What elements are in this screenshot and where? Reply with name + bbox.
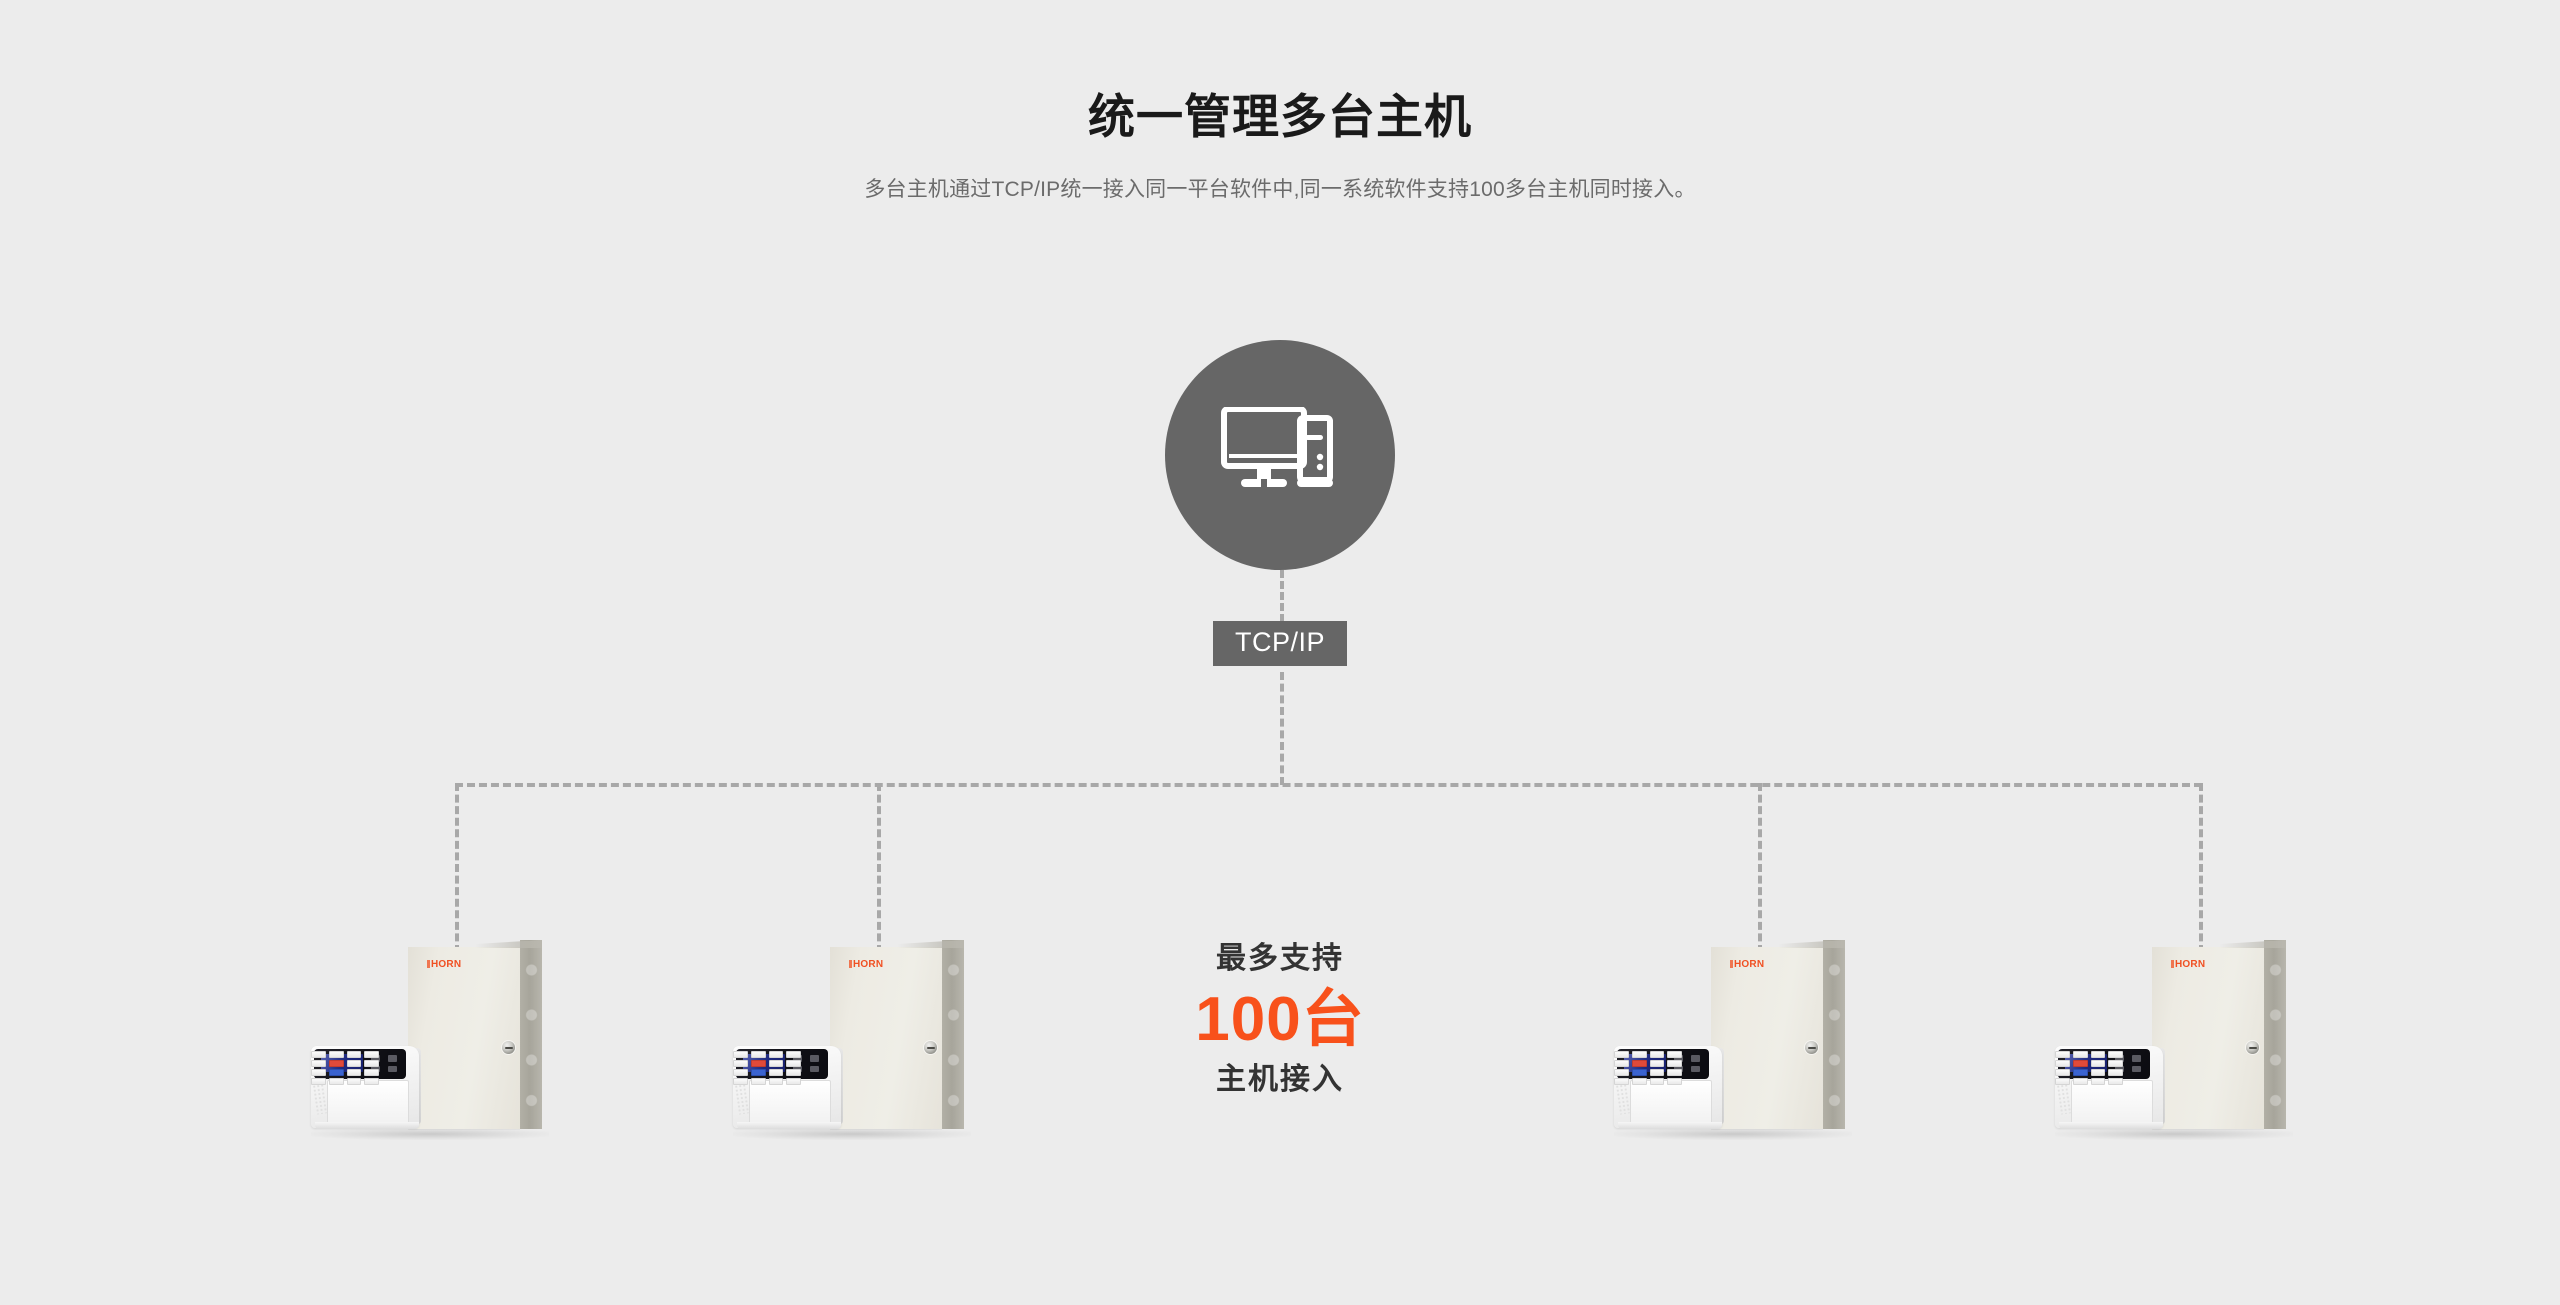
device-top-edge bbox=[830, 940, 964, 948]
device-top-edge bbox=[1711, 940, 1845, 948]
device-shadow bbox=[1614, 1128, 1852, 1140]
device-lock-icon bbox=[2246, 1041, 2259, 1054]
keypad-key-panel bbox=[1630, 1080, 1712, 1126]
brand-mark-icon bbox=[1730, 960, 1733, 968]
device-side-panel bbox=[2264, 940, 2286, 1129]
device-brand-text: HORN bbox=[1734, 959, 1765, 970]
keypad-base bbox=[2059, 1122, 2163, 1129]
connector-drop-device-4 bbox=[2199, 783, 2203, 953]
keypad-number-keys[interactable] bbox=[733, 1051, 801, 1085]
keypad-key-panel bbox=[749, 1080, 831, 1126]
keypad-number-keys[interactable] bbox=[1614, 1051, 1682, 1085]
device-side-panel bbox=[942, 940, 964, 1129]
alarm-control-panel-4[interactable]: HORN bbox=[2049, 940, 2299, 1140]
connector-drop-device-2 bbox=[877, 783, 881, 953]
keypad-number-keys[interactable] bbox=[311, 1051, 379, 1085]
connector-protocol-to-bus bbox=[1280, 672, 1284, 785]
device-brand-logo: HORN bbox=[1730, 960, 1764, 970]
device-lock-icon bbox=[924, 1041, 937, 1054]
alarm-control-panel-1[interactable]: HORN bbox=[305, 940, 555, 1140]
connector-horizontal-bus bbox=[455, 783, 2202, 787]
device-side-emboss bbox=[946, 958, 961, 1108]
desktop-computer-icon bbox=[1221, 407, 1333, 487]
device-shadow bbox=[2055, 1128, 2293, 1140]
connector-drop-device-1 bbox=[455, 783, 459, 953]
device-brand-text: HORN bbox=[431, 959, 462, 970]
keypad-key-panel bbox=[327, 1080, 409, 1126]
device-keypad[interactable] bbox=[1608, 1046, 1730, 1131]
device-shadow bbox=[733, 1128, 971, 1140]
keypad-function-buttons[interactable] bbox=[793, 1055, 819, 1072]
device-lock-icon bbox=[1805, 1041, 1818, 1054]
keypad-function-buttons[interactable] bbox=[1674, 1055, 1700, 1072]
device-keypad[interactable] bbox=[727, 1046, 849, 1131]
device-front-panel bbox=[830, 947, 942, 1129]
capacity-stat-bottom-label: 主机接入 bbox=[1216, 1063, 1344, 1097]
device-keypad[interactable] bbox=[305, 1046, 427, 1131]
alarm-control-panel-3[interactable]: HORN bbox=[1608, 940, 1858, 1140]
brand-mark-icon bbox=[427, 960, 430, 968]
device-brand-logo: HORN bbox=[849, 960, 883, 970]
device-brand-logo: HORN bbox=[2171, 960, 2205, 970]
capacity-stat-top-label: 最多支持 bbox=[1216, 942, 1344, 975]
capacity-stat-block: 最多支持 100台 主机接入 bbox=[1130, 940, 1430, 1099]
device-brand-text: HORN bbox=[853, 959, 884, 970]
device-side-panel bbox=[1823, 940, 1845, 1129]
device-front-panel bbox=[2152, 947, 2264, 1129]
device-brand-logo: HORN bbox=[427, 960, 461, 970]
alarm-control-panel-2[interactable]: HORN bbox=[727, 940, 977, 1140]
device-side-emboss bbox=[2268, 958, 2283, 1108]
device-lock-icon bbox=[502, 1041, 515, 1054]
device-side-emboss bbox=[524, 958, 539, 1108]
platform-server-node[interactable]: desktop-computer-icon bbox=[1165, 340, 1395, 570]
page-subtitle: 多台主机通过TCP/IP统一接入同一平台软件中,同一系统软件支持100多台主机同… bbox=[864, 177, 1696, 201]
device-top-edge bbox=[408, 940, 542, 948]
device-side-panel bbox=[520, 940, 542, 1129]
keypad-function-buttons[interactable] bbox=[2115, 1055, 2141, 1072]
capacity-stat-value: 100台 bbox=[1195, 984, 1365, 1054]
brand-mark-icon bbox=[849, 960, 852, 968]
device-front-panel bbox=[1711, 947, 1823, 1129]
connector-server-to-protocol bbox=[1280, 570, 1284, 622]
keypad-function-buttons[interactable] bbox=[371, 1055, 397, 1072]
page-title: 统一管理多台主机 bbox=[1088, 90, 1472, 143]
brand-mark-icon bbox=[2171, 960, 2174, 968]
device-shadow bbox=[311, 1128, 549, 1140]
keypad-base bbox=[1618, 1122, 1722, 1129]
protocol-badge-tcpip: TCP/IP bbox=[1213, 621, 1348, 666]
device-top-edge bbox=[2152, 940, 2286, 948]
device-keypad[interactable] bbox=[2049, 1046, 2171, 1131]
device-side-emboss bbox=[1827, 958, 1842, 1108]
page-header: 统一管理多台主机 多台主机通过TCP/IP统一接入同一平台软件中,同一系统软件支… bbox=[0, 0, 2560, 203]
keypad-key-panel bbox=[2071, 1080, 2153, 1126]
keypad-base bbox=[315, 1122, 419, 1129]
keypad-base bbox=[737, 1122, 841, 1129]
keypad-number-keys[interactable] bbox=[2055, 1051, 2123, 1085]
device-front-panel bbox=[408, 947, 520, 1129]
device-brand-text: HORN bbox=[2175, 959, 2206, 970]
connector-drop-device-3 bbox=[1758, 783, 1762, 953]
